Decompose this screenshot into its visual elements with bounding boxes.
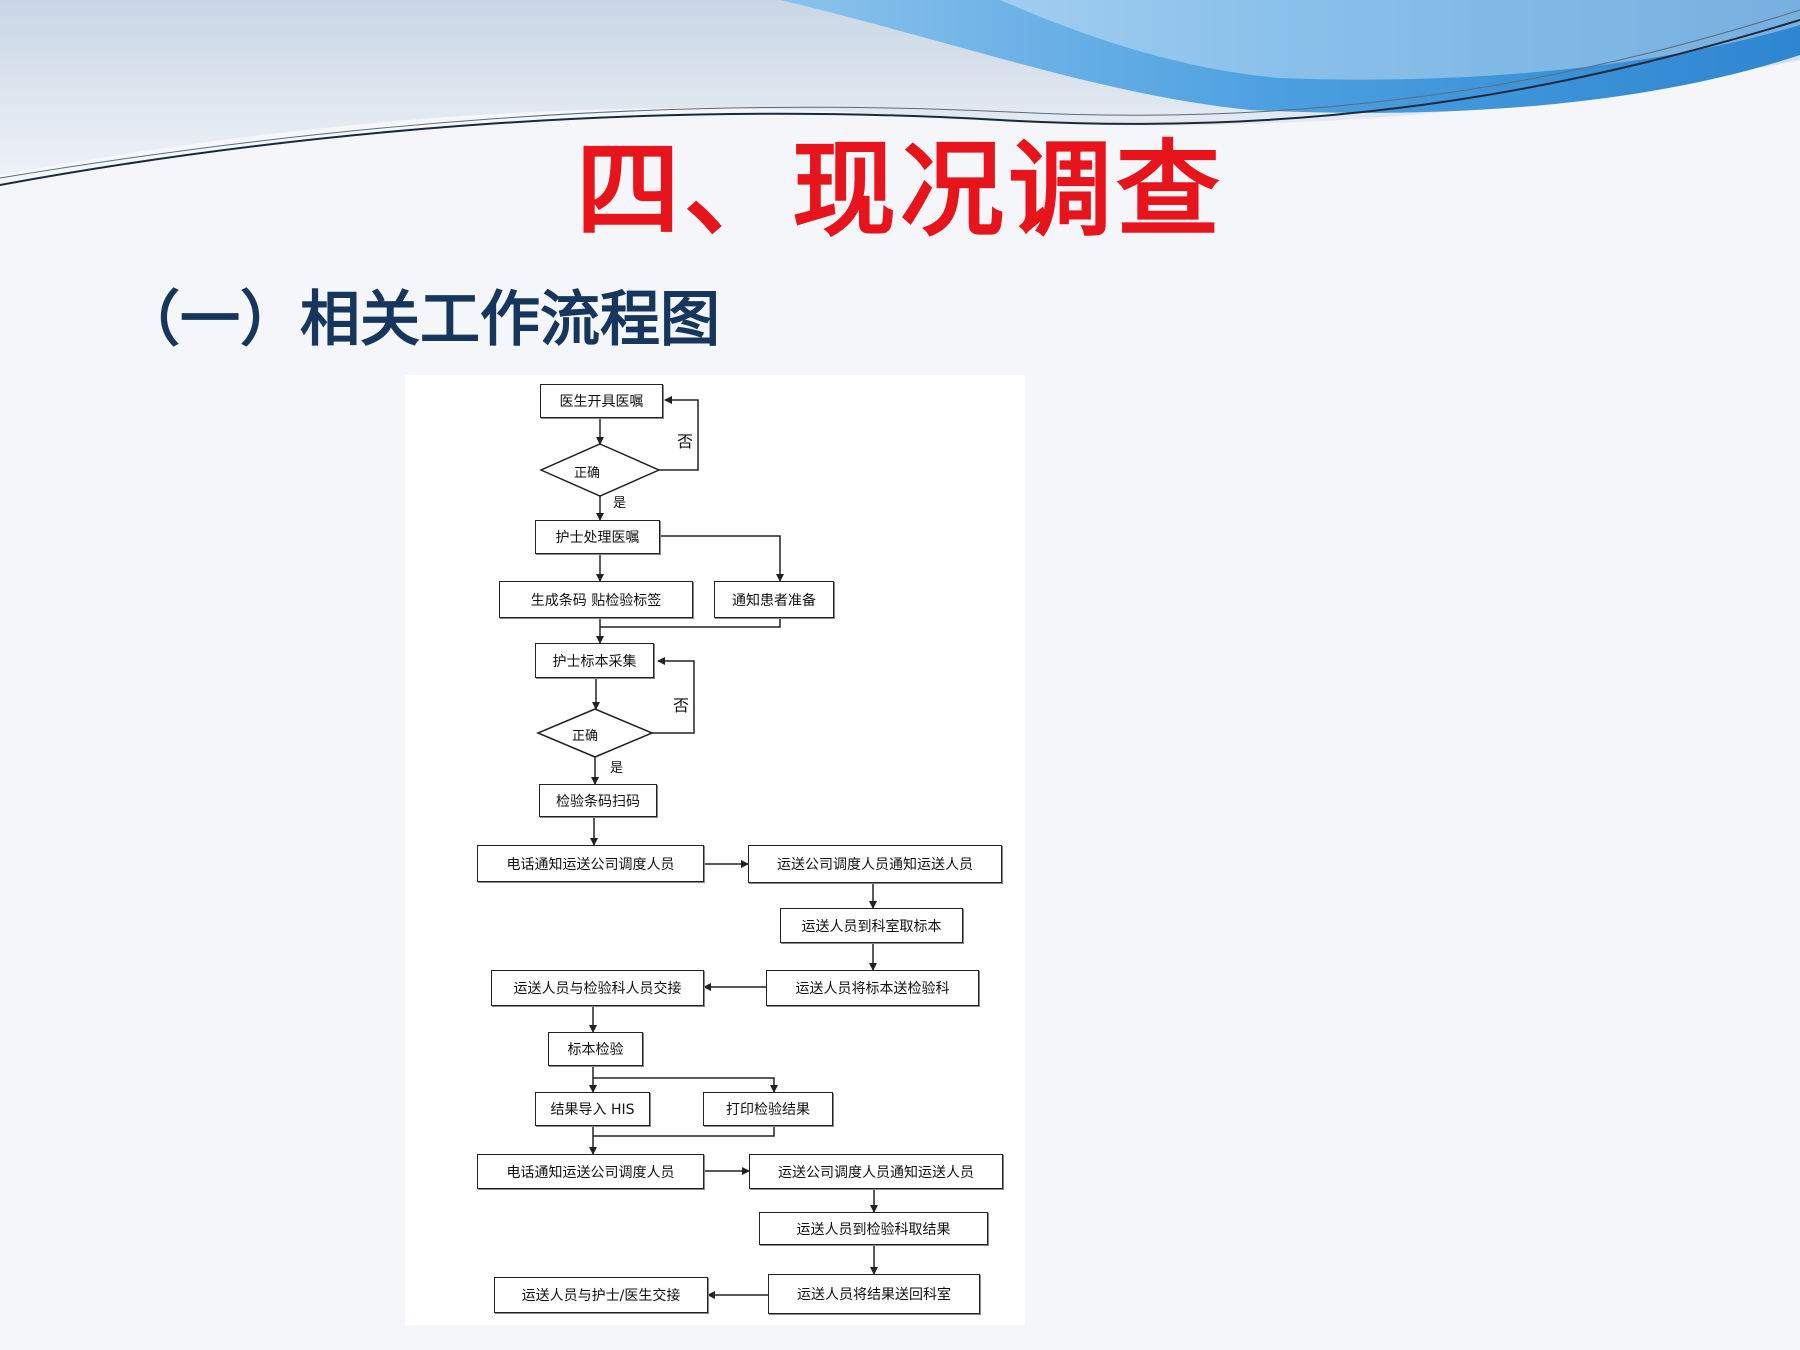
- slide-title: 四、现况调查: [575, 129, 1224, 251]
- flow-node-call-transport-dispatcher-2: 电话通知运送公司调度人员: [477, 1154, 704, 1189]
- slide-subtitle: （一）相关工作流程图: [120, 285, 720, 355]
- decision-label-1: 正确: [574, 466, 601, 481]
- flow-node-transporter-return-result: 运送人员将结果送回科室: [768, 1274, 980, 1314]
- edge-label-no-1: 否: [677, 432, 694, 451]
- edge-label-yes-1: 是: [613, 496, 627, 511]
- header-wave-banner: [0, 0, 1800, 220]
- flow-node-nurse-process-order: 护士处理医嘱: [535, 520, 660, 554]
- flow-node-generate-barcode: 生成条码 贴检验标签: [499, 581, 693, 618]
- flow-node-sample-test: 标本检验: [548, 1032, 643, 1066]
- edge-label-no-2: 否: [673, 696, 690, 715]
- flow-node-transporter-pickup-result: 运送人员到检验科取结果: [759, 1212, 988, 1245]
- flow-node-doctor-order: 医生开具医嘱: [540, 384, 663, 418]
- flow-node-transporter-pickup-sample: 运送人员到科室取标本: [780, 908, 963, 943]
- flow-node-call-transport-dispatcher: 电话通知运送公司调度人员: [477, 845, 704, 882]
- flow-node-dispatcher-notify-transporter: 运送公司调度人员通知运送人员: [748, 845, 1002, 883]
- edge-label-yes-2: 是: [610, 761, 624, 776]
- flow-node-transporter-deliver-sample: 运送人员将标本送检验科: [766, 970, 979, 1006]
- flow-node-handover-lab: 运送人员与检验科人员交接: [491, 970, 704, 1006]
- flow-node-dispatcher-notify-transporter-2: 运送公司调度人员通知运送人员: [749, 1154, 1003, 1189]
- flow-node-handover-nurse-doctor: 运送人员与护士/医生交接: [494, 1277, 708, 1313]
- flow-node-notify-patient: 通知患者准备: [714, 581, 834, 618]
- flow-node-nurse-collect-sample: 护士标本采集: [535, 643, 654, 678]
- flow-node-result-to-his: 结果导入 HIS: [535, 1092, 650, 1126]
- flow-node-scan-barcode: 检验条码扫码: [539, 784, 657, 817]
- flow-node-print-result: 打印检验结果: [703, 1092, 833, 1126]
- decision-label-2: 正确: [572, 729, 599, 744]
